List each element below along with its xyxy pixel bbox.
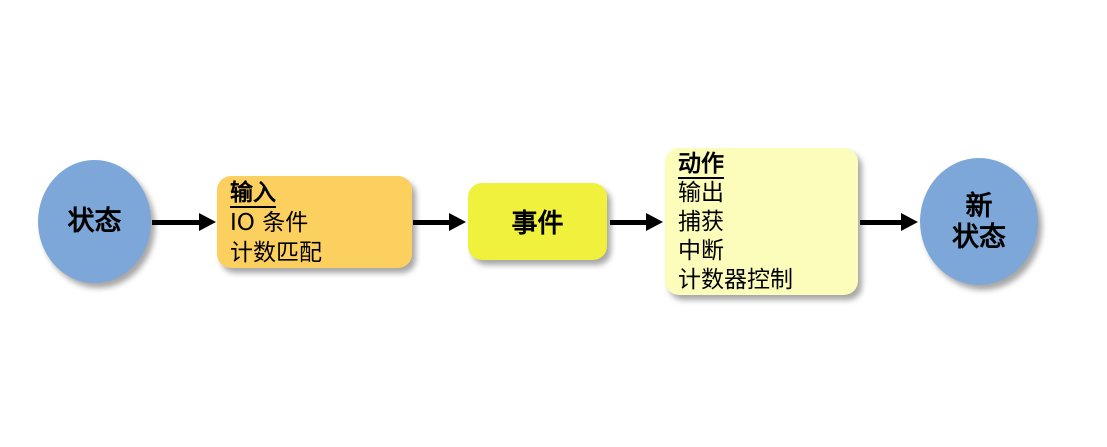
- node-action-heading: 动作: [678, 151, 724, 179]
- arrow-shaft: [610, 220, 648, 225]
- node-state: 状态: [38, 160, 151, 283]
- arrow-event-to-action: [610, 213, 663, 231]
- node-event: 事件: [468, 183, 607, 260]
- arrow-shaft: [860, 220, 903, 225]
- arrow-action-to-new-state: [860, 213, 918, 231]
- arrow-state-to-input: [152, 213, 216, 231]
- arrow-input-to-event: [413, 213, 466, 231]
- node-event-label: 事件: [511, 209, 564, 239]
- node-input-item: 计数匹配: [230, 240, 322, 266]
- arrow-right-icon: [646, 213, 663, 231]
- node-input-heading: 输入: [230, 180, 276, 208]
- node-action-item: 中断: [678, 238, 724, 264]
- node-action-item: 输出: [678, 180, 724, 206]
- arrow-right-icon: [199, 213, 216, 231]
- node-state-label: 状态: [67, 206, 122, 237]
- arrow-shaft: [413, 220, 451, 225]
- node-input-item: IO 条件: [230, 210, 309, 236]
- arrow-right-icon: [901, 213, 918, 231]
- node-action: 动作 输出 捕获 中断 计数器控制: [665, 148, 858, 295]
- node-new-state: 新 状态: [920, 158, 1038, 285]
- arrow-shaft: [152, 220, 201, 225]
- node-new-state-label: 新 状态: [952, 190, 1006, 253]
- node-input: 输入 IO 条件 计数匹配: [217, 176, 412, 268]
- node-action-item: 计数器控制: [678, 267, 793, 293]
- node-action-item: 捕获: [678, 209, 724, 235]
- arrow-right-icon: [449, 213, 466, 231]
